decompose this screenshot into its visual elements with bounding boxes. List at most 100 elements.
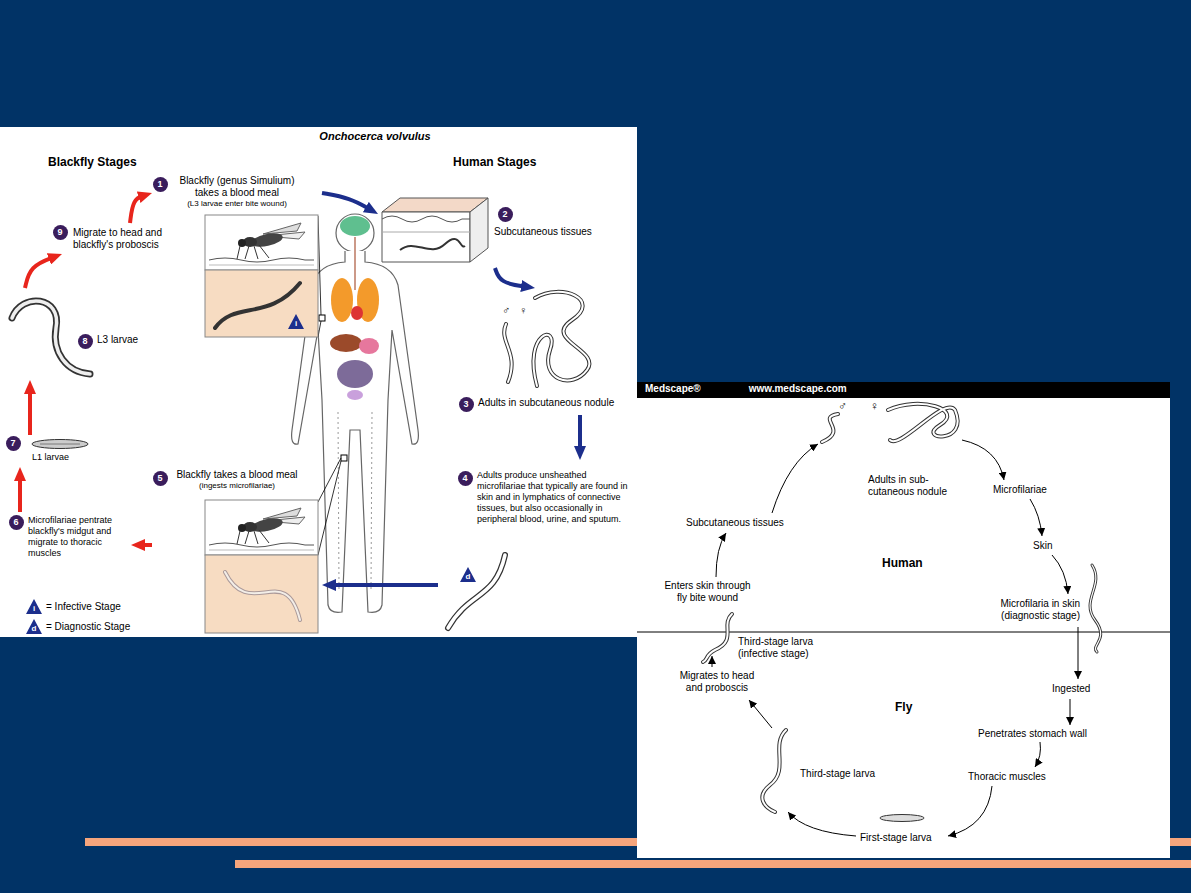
cycle-label: Microfilaria in skin (diagnostic stage)	[960, 598, 1080, 622]
cycle-arrow	[712, 656, 713, 667]
human-figure	[340, 216, 370, 236]
label-holder: Adults in sub- cutaneous nodule	[868, 474, 958, 498]
text-column: L1 larvae	[32, 452, 69, 463]
human-figure	[331, 278, 353, 322]
stage-marker	[288, 314, 304, 329]
cycle-label: Penetrates stomach wall	[978, 728, 1087, 740]
step-number: 5	[153, 471, 168, 486]
cycle-worm	[703, 614, 732, 662]
human-figure	[359, 338, 379, 354]
cycle-label: Ingested	[1052, 683, 1090, 695]
text-column: Microfilariae pentrate blackfly's midgut…	[28, 515, 128, 559]
label-holder: Skin	[1033, 540, 1052, 552]
cycle-worm	[762, 730, 786, 812]
host-divider	[637, 632, 1170, 633]
human-figure	[347, 390, 363, 400]
brand-text: www.medscape.com	[749, 383, 847, 395]
step-circle	[459, 397, 474, 412]
cycle-label: Enters skin through fly bite wound	[660, 580, 755, 604]
step-text: Blackfly (genus Simulium) takes a blood …	[172, 175, 302, 199]
stage-heading: Blackfly Stages	[48, 155, 137, 169]
blackfly-picture	[205, 500, 318, 555]
label-holder: Human	[882, 556, 923, 570]
stage-marker	[26, 619, 42, 634]
legend-text: = Infective Stage	[46, 601, 121, 613]
larva-box	[205, 270, 318, 633]
human-figure	[319, 315, 325, 321]
cycle-label: Thoracic muscles	[968, 771, 1046, 783]
step-circle	[6, 436, 21, 451]
step-number: 4	[458, 471, 473, 486]
step-text: (ingests microfilariae)	[172, 481, 302, 491]
microfilaria-picture	[448, 555, 505, 628]
cycle-arrow	[139, 543, 152, 547]
larva-box	[205, 270, 318, 337]
step-node: 4 Adults produce unsheathed microfilariae…	[438, 460, 637, 632]
sex-symbol: ♀	[519, 304, 527, 317]
adult-worms	[533, 292, 589, 386]
step-node: 2Subcutaneous tissues	[378, 195, 615, 268]
blackfly-picture	[205, 215, 318, 270]
stage-marker-letter: d	[462, 572, 474, 582]
text-column: L3 larvae	[97, 334, 138, 346]
adult-worms	[504, 324, 511, 382]
step-node: 7L1 larvae	[4, 435, 90, 467]
cycle-label: Third-stage larva (infective stage)	[738, 636, 833, 660]
cycle-label: Microfilariae	[993, 484, 1047, 496]
label-holder: Subcutaneous tissues	[686, 517, 784, 529]
step-circle	[53, 225, 68, 240]
legend-text: = Diagnostic Stage	[46, 621, 130, 633]
step-number: 6	[9, 515, 24, 530]
step-circle	[9, 515, 24, 530]
step-text: L3 larvae	[97, 334, 138, 346]
human-figure	[351, 306, 363, 320]
label-holder: Microfilariae	[993, 484, 1047, 496]
larva-box	[215, 283, 300, 328]
label-holder: Microfilaria in skin (diagnostic stage)	[960, 598, 1080, 622]
cycle-arrow	[712, 440, 1078, 836]
leader-line	[318, 216, 341, 555]
cycle-worm	[1090, 565, 1101, 652]
step-circle	[78, 334, 93, 349]
text-column: Blackfly takes a blood meal(ingests micr…	[172, 469, 302, 491]
label-holder: Human Stages	[453, 155, 536, 169]
label-holder: ♀	[870, 399, 879, 413]
cycle-arrow	[578, 415, 582, 452]
cycle-label: Adults in sub- cutaneous nodule	[868, 474, 958, 498]
first-stage-larva-picture	[880, 815, 924, 822]
cycle-arrow	[962, 440, 1004, 480]
legend-entry: = Infective Stage	[46, 601, 121, 613]
label-holder: i	[290, 319, 302, 329]
text-column: Adults in subcutaneous nodule	[478, 397, 614, 409]
step-circle	[153, 177, 168, 192]
step-number: 1	[153, 177, 168, 192]
l1-larva-picture	[32, 440, 88, 449]
text-column: Medscape®www.medscape.com	[645, 383, 847, 395]
diagram-title: Onchocerca volvulus	[300, 130, 450, 143]
skin-block	[382, 198, 488, 262]
l3-larva-picture	[12, 301, 90, 374]
sex-symbol: ♀	[870, 399, 879, 413]
skin-block	[400, 239, 465, 250]
leader-line	[318, 461, 341, 555]
title-holder: Onchocerca volvulus	[300, 130, 450, 143]
cycle-arrow	[330, 583, 438, 587]
step-node: 6 Microfilariae pentrate blackfly's midgu…	[6, 512, 131, 562]
step-text: Adults produce unsheathed microfilariae …	[477, 470, 632, 525]
label-holder: Migrates to head and proboscis	[672, 670, 762, 694]
text-column: Blackfly (genus Simulium) takes a blood …	[172, 175, 302, 209]
skin-block	[382, 232, 470, 233]
label-holder: Ingested	[1052, 683, 1090, 695]
step-circle	[458, 471, 473, 486]
cycle-arrow	[25, 257, 55, 288]
stage-marker	[26, 314, 476, 634]
skin-block	[470, 198, 488, 262]
stage-marker	[26, 599, 42, 614]
cycle-arrow	[772, 444, 818, 513]
step-text: Blackfly takes a blood meal	[172, 469, 302, 481]
larva-box	[225, 572, 300, 620]
l3-larva-picture	[12, 301, 90, 374]
step-node: 1 Blackfly (genus Simulium) takes a blood…	[152, 172, 322, 214]
cycle-worm	[888, 404, 958, 441]
